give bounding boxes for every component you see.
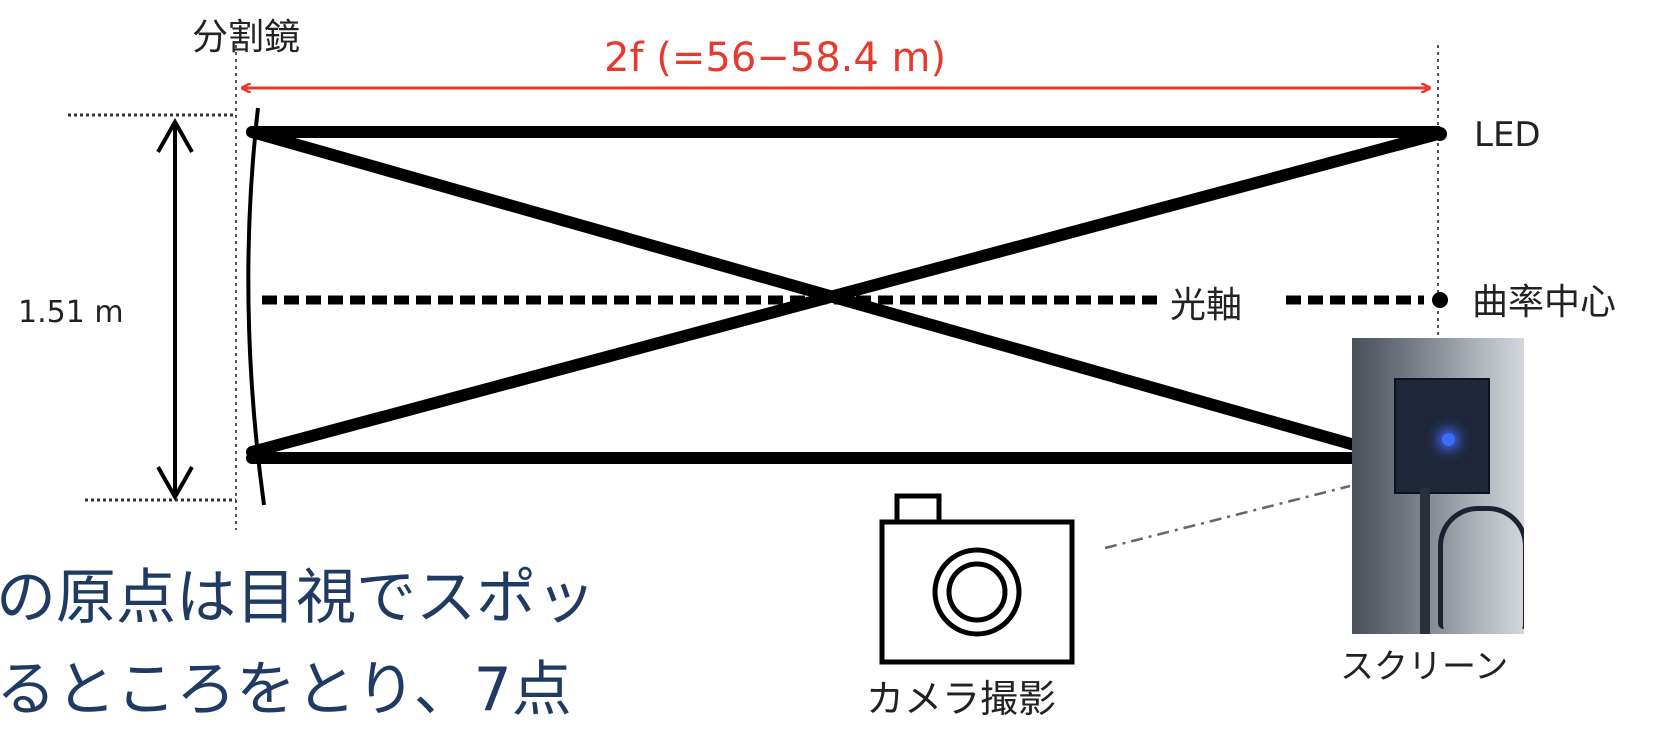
optical-axis-label: 光軸 <box>1170 285 1243 326</box>
focal-length-label: 2f (=56−58.4 m) <box>604 35 947 81</box>
photo-stand <box>1420 488 1430 634</box>
led-spot <box>1442 433 1455 446</box>
led-point <box>1433 127 1447 141</box>
photo-cable <box>1438 506 1524 629</box>
camera-label: カメラ撮影 <box>866 677 1057 721</box>
curvature-center-label: 曲率中心 <box>1472 282 1617 323</box>
body-text: の原点は目視でスポッ るところをとり、7点 <box>0 552 756 736</box>
curvature-center-point <box>1432 292 1448 308</box>
camera-sight-line <box>1104 484 1351 550</box>
body-text-line-2: るところをとり、7点 <box>0 655 572 725</box>
width-arrow <box>156 117 194 502</box>
screen-label: スクリーン <box>1340 647 1509 687</box>
screen-photo <box>1352 338 1524 634</box>
camera-icon <box>879 493 1075 665</box>
mirror-label: 分割鏡 <box>192 17 301 58</box>
body-text-line-1: の原点は目視でスポッ <box>0 563 596 633</box>
screen-box <box>1394 378 1490 494</box>
mirror-width-label: 1.51 m <box>18 295 124 330</box>
led-label: LED <box>1474 115 1541 155</box>
beam-paths <box>246 126 1444 464</box>
